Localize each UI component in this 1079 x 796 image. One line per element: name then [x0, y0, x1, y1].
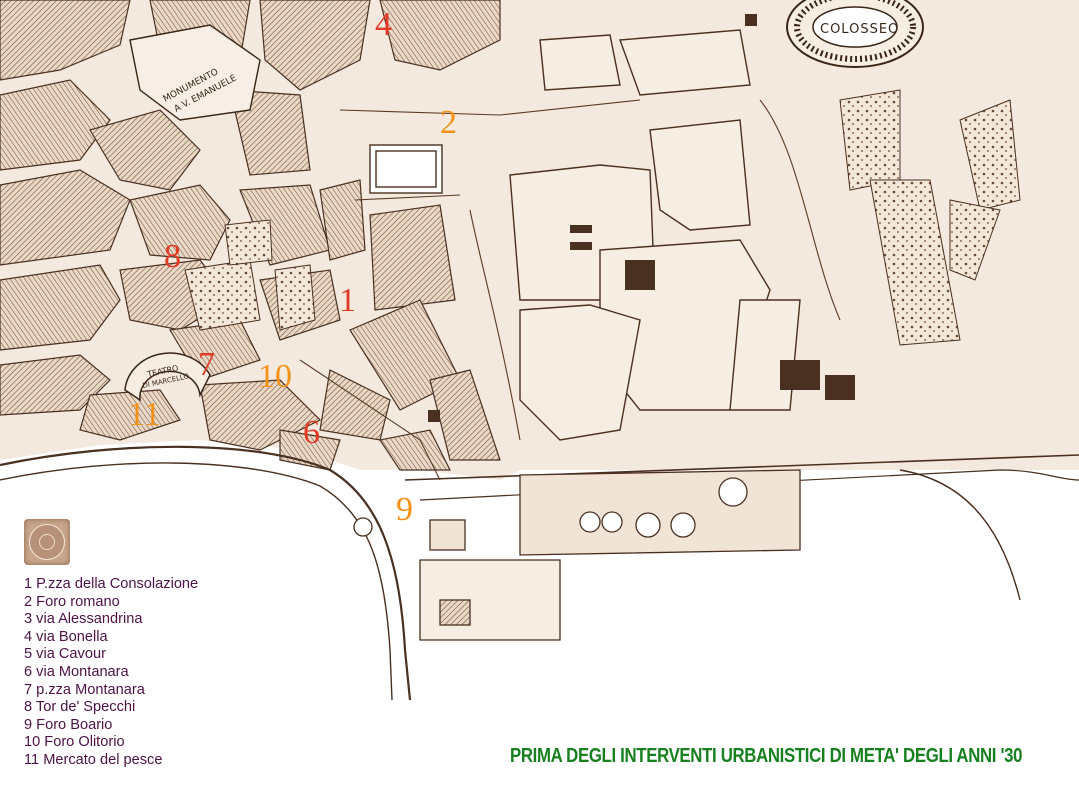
legend-item: 7 p.zza Montanara: [24, 681, 145, 698]
legend-item: 10 Foro Olitorio: [24, 734, 125, 751]
south-complex: [353, 469, 801, 641]
legend-item: 11 Mercato del pesce: [24, 751, 163, 768]
marker-7: 7: [198, 346, 215, 383]
legend-item: 1 P.zza della Consolazione: [24, 576, 199, 592]
legend-item: 3 via Alessandrina: [24, 611, 143, 628]
marker-10: 10: [258, 358, 292, 395]
western-district: [0, 0, 501, 471]
marker-6: 6: [303, 414, 320, 451]
colosseo: COLOSSEO: [786, 0, 924, 68]
roads: [299, 99, 841, 481]
marker-1: 1: [339, 282, 356, 319]
marker-4: 4: [375, 6, 392, 43]
tiber-embankment: [0, 445, 1079, 701]
legend-item: 5 via Cavour: [24, 646, 106, 663]
legend-item: 8 Tor de' Specchi: [24, 699, 136, 716]
map-title: PRIMA DEGLI INTERVENTI URBANISTICI DI ME…: [510, 745, 1023, 767]
marker-2: 2: [440, 104, 457, 141]
legend-item: 9 Foro Boario: [24, 716, 113, 733]
photographer-seal-icon: [24, 519, 70, 565]
monumento-vittoriano: MONUMENTO A V. EMANUELE: [129, 24, 261, 121]
legend-item: 4 via Bonella: [24, 628, 108, 645]
legend-item: 2 Foro romano: [24, 593, 120, 610]
teatro-marcello: TEATRO DI MARCELLO: [124, 352, 211, 402]
marker-9: 9: [396, 491, 413, 528]
dark-structures: [428, 14, 855, 422]
marker-11: 11: [128, 396, 161, 433]
legend: 1 P.zza della Consolazione 2 Foro romano…: [24, 576, 198, 770]
dotted-gardens: [184, 89, 1021, 346]
colosseo-label: COLOSSEO: [820, 22, 899, 37]
marker-8: 8: [164, 238, 181, 275]
legend-item: 6 via Montanara: [24, 663, 129, 680]
